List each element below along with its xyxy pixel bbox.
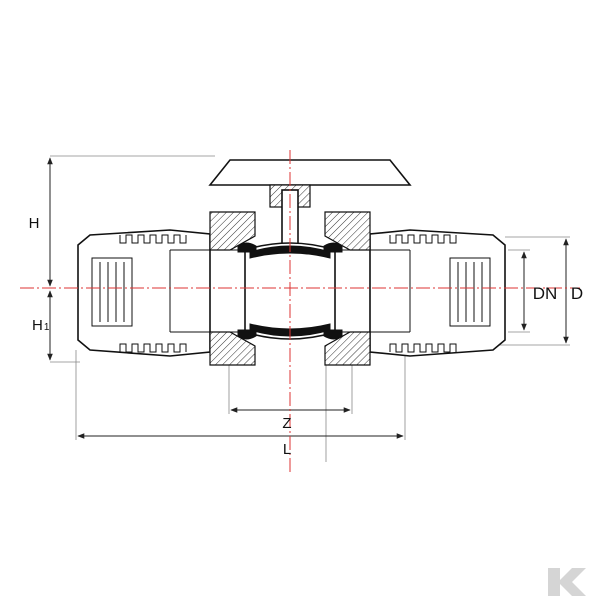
l-label: L (283, 441, 291, 458)
h1-label: H1 (32, 317, 50, 334)
dn-label: DN (533, 284, 558, 303)
d-label: D (571, 284, 583, 303)
dimension-labels: H H1 Z L DN D (29, 215, 584, 458)
brand-logo-icon (548, 568, 586, 596)
extension-lines (50, 155, 570, 462)
centerlines (20, 150, 580, 475)
z-label: Z (282, 415, 291, 432)
h-label: H (29, 215, 40, 232)
